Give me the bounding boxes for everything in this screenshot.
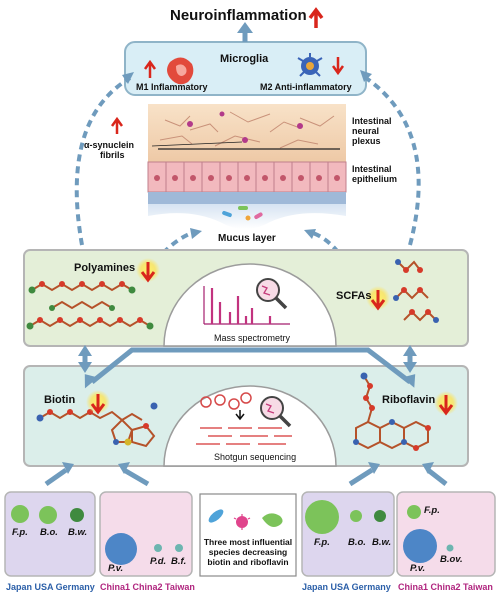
mass-spec-label: Mass spectrometry bbox=[214, 333, 291, 343]
m2-label: M2 Anti-inflammatory bbox=[260, 82, 352, 92]
species-label: P.v. bbox=[108, 563, 124, 574]
magnifier-icon bbox=[260, 396, 292, 428]
species-label: F.p. bbox=[314, 537, 330, 548]
biotin-label: Biotin bbox=[44, 394, 76, 406]
species-label: P.d. bbox=[150, 556, 167, 567]
mass-spec-dome bbox=[163, 263, 337, 347]
country-label-left-b: China1 China2 Taiwan bbox=[100, 582, 195, 592]
up-arrow-icon bbox=[110, 116, 124, 134]
species-label: F.p. bbox=[424, 505, 440, 516]
species-label: F.p. bbox=[12, 527, 28, 538]
species-abundance-circles bbox=[11, 500, 454, 565]
m2-microglia-icon bbox=[297, 53, 323, 77]
bacteria-icon bbox=[208, 509, 283, 530]
biotin-molecule bbox=[36, 402, 158, 448]
species-label: B.f. bbox=[171, 556, 187, 567]
species-label: B.o. bbox=[40, 527, 58, 538]
scfas-label: SCFAs bbox=[336, 290, 372, 302]
riboflavin-label: Riboflavin bbox=[382, 394, 436, 406]
country-label-right-a: Japan USA Germany bbox=[302, 582, 391, 592]
synuclein-label-2: fibrils bbox=[100, 150, 125, 160]
down-arrow-icon bbox=[331, 57, 345, 76]
species-label: B.o. bbox=[348, 537, 366, 548]
country-label-right-b: China1 China2 Taiwan bbox=[398, 582, 493, 592]
synuclein-label: α-synuclein bbox=[84, 140, 135, 150]
m1-label: M1 Inflammatory bbox=[136, 82, 208, 92]
up-arrow-icon bbox=[308, 7, 324, 28]
microglia-title: Microglia bbox=[220, 53, 269, 65]
species-label: B.w. bbox=[68, 527, 88, 538]
scfa-molecules bbox=[393, 259, 439, 323]
magnifier-icon bbox=[256, 278, 288, 310]
up-arrow-icon bbox=[143, 59, 157, 78]
bacteria-icon bbox=[222, 206, 263, 221]
page-title: Neuroinflammation bbox=[170, 7, 307, 24]
shotgun-label: Shotgun sequencing bbox=[214, 452, 297, 462]
dna-reads-illustration bbox=[196, 392, 292, 445]
gut-illustration bbox=[147, 104, 347, 229]
mass-spec-chart bbox=[203, 286, 290, 325]
riboflavin-molecule bbox=[353, 372, 431, 451]
down-arrow-icon bbox=[90, 262, 454, 416]
country-label-left-a: Japan USA Germany bbox=[6, 582, 95, 592]
upward-arrows bbox=[44, 467, 448, 487]
mucus-label: Mucus layer bbox=[218, 233, 276, 244]
species-label: P.v. bbox=[410, 563, 426, 574]
center-species-box bbox=[199, 493, 297, 577]
polyamine-molecules bbox=[26, 281, 154, 330]
shotgun-dome bbox=[163, 385, 337, 467]
m1-microglia-icon bbox=[167, 57, 194, 85]
species-label: B.ov. bbox=[440, 554, 463, 565]
polyamines-label: Polyamines bbox=[74, 262, 136, 274]
species-label: B.w. bbox=[372, 537, 392, 548]
